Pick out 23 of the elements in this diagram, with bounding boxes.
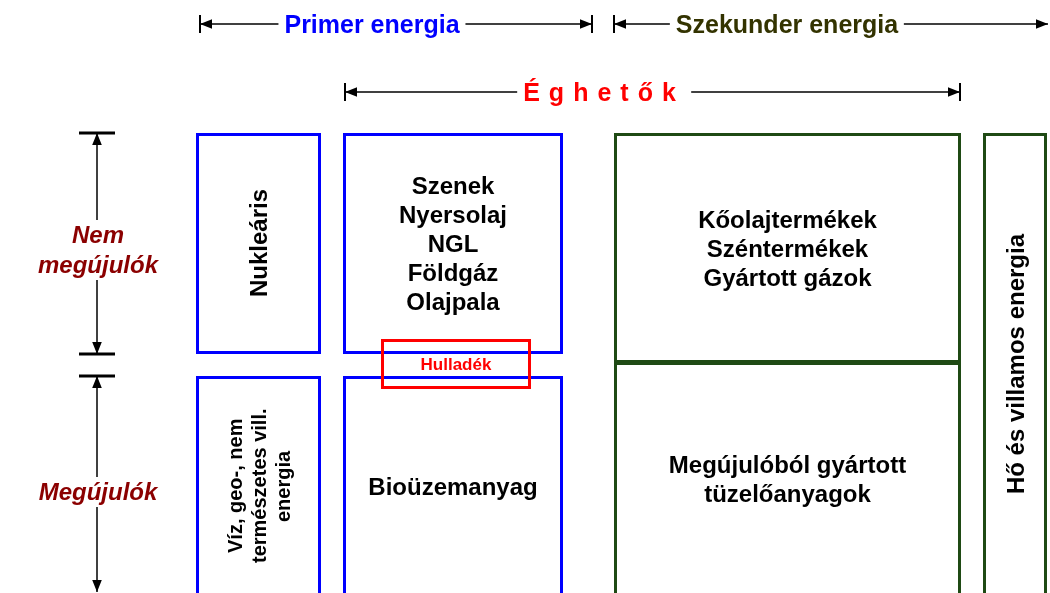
box-text: Szenek <box>411 171 495 200</box>
box-text: Széntermékek <box>706 233 869 263</box>
box-text: Megújulóból gyártott tüzelőanyagok <box>667 450 908 508</box>
box-text: Víz, geo-, nem természetes vill. energia <box>222 407 295 566</box>
axis-label: Éghetők <box>517 77 691 107</box>
box-text: Gyártott gázok <box>703 262 872 292</box>
category-box <box>343 376 563 593</box>
category-box <box>343 133 563 354</box>
category-box <box>196 376 321 593</box>
category-box <box>983 133 1047 593</box>
category-box <box>614 362 961 593</box>
box-text: Nyersolaj <box>398 200 508 229</box>
box-text: Bioüzemanyag <box>368 471 538 501</box>
box-text: Nukleáris <box>244 189 273 298</box>
waste-box <box>381 339 531 389</box>
box-text: Hő és villamos energia <box>1000 234 1030 495</box>
box-text: Olajpala <box>406 287 500 316</box>
category-box <box>614 133 961 363</box>
box-text: Hulladék <box>420 353 492 376</box>
box-text: Kőolajtermékek <box>698 204 877 234</box>
category-box <box>196 133 321 354</box>
box-text: NGL <box>427 229 479 258</box>
box-text: Földgáz <box>407 258 499 287</box>
